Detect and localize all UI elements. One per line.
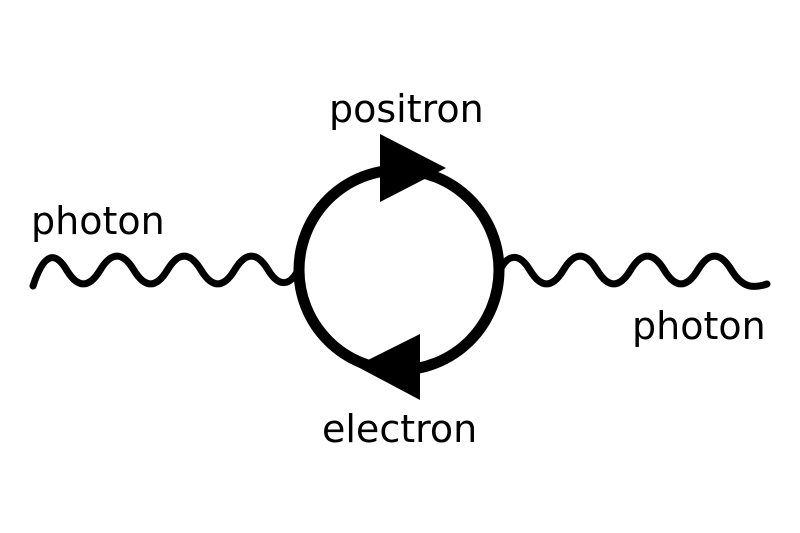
photon-right-line: [496, 252, 771, 290]
positron-arrow-icon: [380, 134, 446, 202]
fermion-loop: [293, 164, 505, 376]
electron-label: electron: [322, 407, 477, 451]
photon-left-line: [29, 252, 302, 290]
positron-label: positron: [329, 87, 484, 131]
photon-right-label: photon: [632, 304, 766, 348]
photon-left-label: photon: [31, 199, 165, 243]
electron-arrow-icon: [356, 334, 420, 400]
